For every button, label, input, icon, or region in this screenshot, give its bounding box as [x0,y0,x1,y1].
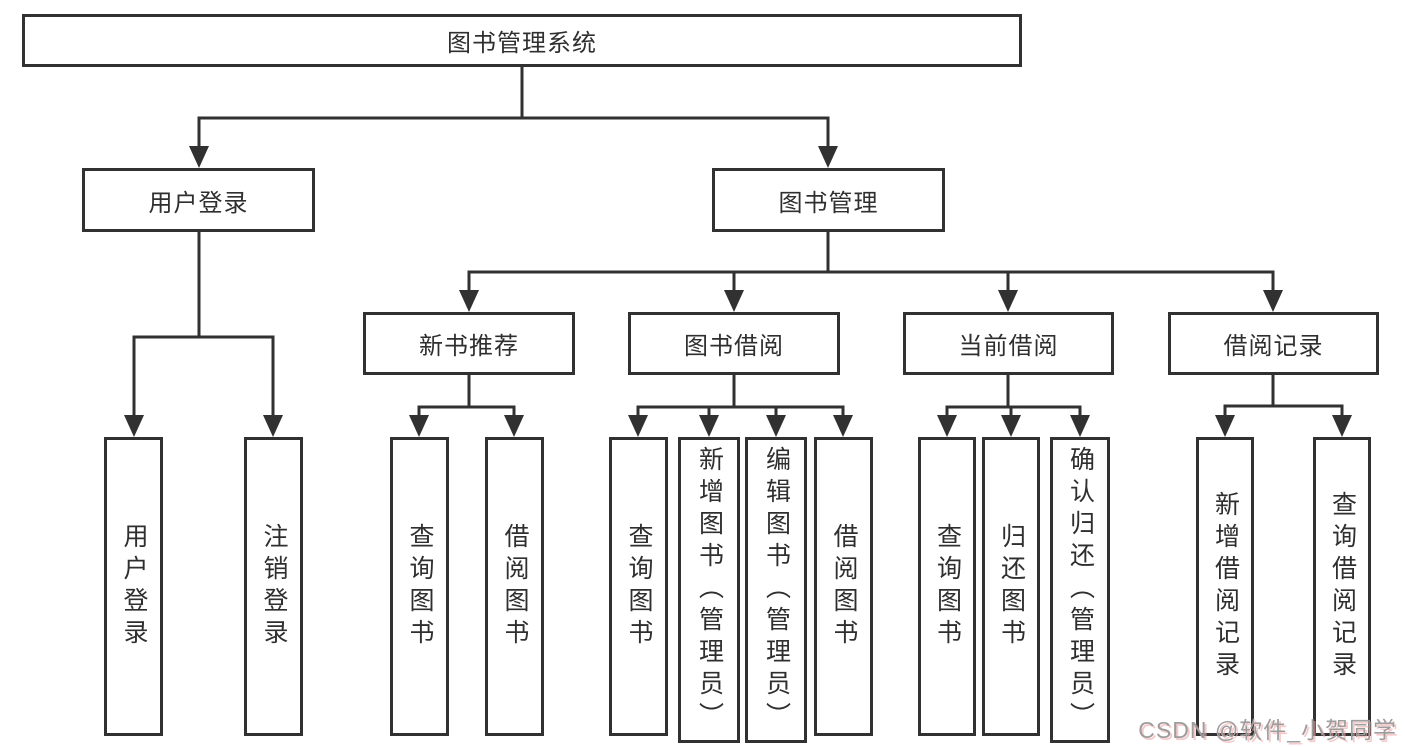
node-label: 借阅图书 [501,522,529,651]
leaf-logout: 注销登录 [244,437,303,736]
node-user-login-group: 用户登录 [82,168,315,232]
leaf-nbr-query-books: 查询图书 [390,437,449,736]
node-root: 图书管理系统 [22,14,1022,67]
leaf-br-query-record: 查询借阅记录 [1313,437,1371,736]
arrow-down-icon [833,415,853,437]
watermark: CSDN @软件_小贺同学 [1138,717,1397,743]
node-label: 查询借阅记录 [1328,490,1357,683]
node-label: 查询图书 [625,522,653,651]
arrow-down-icon [504,415,524,437]
node-current-borrowing: 当前借阅 [903,312,1114,375]
node-book-borrowing: 图书借阅 [628,312,840,375]
node-label: 确认归还（管理员） [1066,446,1095,734]
arrow-down-icon [1215,415,1235,437]
leaf-cb-query-books: 查询图书 [918,437,976,736]
node-label: 查询图书 [406,522,434,651]
node-label: 注销登录 [260,522,288,651]
node-label: 图书借阅 [684,333,784,360]
node-label: 借阅图书 [830,522,858,651]
node-label: 图书管理系统 [447,30,597,57]
node-label: 图书管理 [778,189,879,217]
node-new-book-recommend: 新书推荐 [363,312,575,375]
arrow-down-icon [263,415,283,437]
node-label: 新增借阅记录 [1211,490,1240,683]
leaf-cb-confirm-return-admin: 确认归还（管理员） [1050,437,1110,743]
arrow-down-icon [724,290,744,312]
node-label: 用户登录 [120,522,148,651]
arrow-down-icon [409,415,429,437]
arrow-down-icon [699,415,719,437]
arrow-down-icon [459,290,479,312]
leaf-cb-return-books: 归还图书 [982,437,1040,736]
arrow-down-icon [937,415,957,437]
arrow-down-icon [1001,415,1021,437]
node-label: 借阅记录 [1223,333,1324,360]
leaf-bb-query-books: 查询图书 [609,437,668,736]
arrow-down-icon [124,415,144,437]
leaf-bb-add-book-admin: 新增图书（管理员） [678,437,740,743]
arrow-down-icon [998,290,1018,312]
node-label: 用户登录 [148,189,249,217]
arrow-down-icon [1070,415,1090,437]
arrow-down-icon [1263,290,1283,312]
arrow-down-icon [1332,415,1352,437]
node-label: 归还图书 [997,522,1026,651]
arrow-down-icon [766,415,786,437]
arrow-down-icon [628,415,648,437]
node-label: 当前借阅 [958,333,1059,360]
arrow-down-icon [189,146,209,168]
arrow-down-icon [818,146,838,168]
leaf-bb-borrow-books: 借阅图书 [814,437,873,736]
node-label: 查询图书 [933,522,962,651]
leaf-br-add-record: 新增借阅记录 [1196,437,1254,736]
node-borrowing-records: 借阅记录 [1168,312,1379,375]
node-label: 编辑图书（管理员） [762,446,791,734]
node-label: 新书推荐 [419,333,519,360]
leaf-bb-edit-book-admin: 编辑图书（管理员） [745,437,807,743]
node-label: 新增图书（管理员） [695,446,724,734]
leaf-user-login: 用户登录 [104,437,163,736]
leaf-nbr-borrow-books: 借阅图书 [485,437,544,736]
node-book-management: 图书管理 [712,168,945,232]
